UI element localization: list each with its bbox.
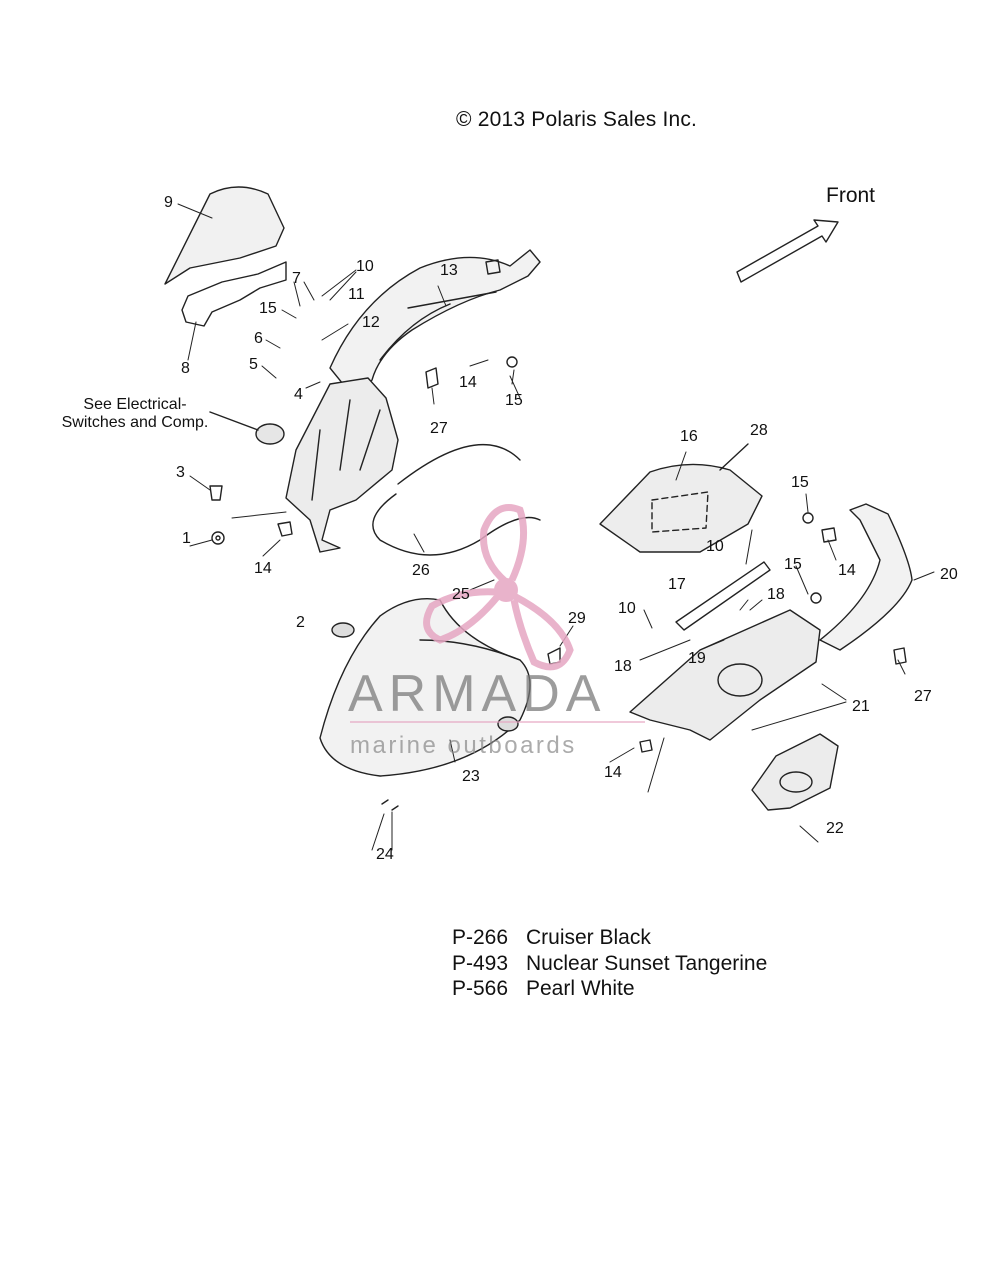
electrical-note: See Electrical- Switches and Comp. bbox=[40, 396, 230, 432]
paint-code: P-566 bbox=[452, 977, 509, 1000]
callout-24: 24 bbox=[376, 846, 394, 863]
callout-6: 6 bbox=[254, 330, 263, 347]
paint-code: P-493 bbox=[452, 951, 509, 975]
callout-14-lower: 14 bbox=[604, 764, 622, 781]
part-16-seat bbox=[599, 463, 763, 553]
paint-row: P-566 Pearl White bbox=[452, 976, 767, 1002]
part-grommet-lower bbox=[497, 716, 519, 732]
callout-29: 29 bbox=[568, 610, 586, 627]
paint-name: Cruiser Black bbox=[526, 926, 651, 949]
callout-22: 22 bbox=[826, 820, 844, 837]
callout-18-lower: 18 bbox=[614, 658, 632, 675]
callout-14-left: 14 bbox=[254, 560, 272, 577]
part-20-lower-cowl bbox=[819, 503, 913, 651]
paint-row: P-493 Nuclear Sunset Tangerine bbox=[452, 951, 767, 977]
callout-2: 2 bbox=[296, 614, 305, 631]
callout-17: 17 bbox=[668, 576, 686, 593]
front-arrow bbox=[736, 219, 839, 283]
callout-16: 16 bbox=[680, 428, 698, 445]
tray-housing bbox=[629, 609, 821, 741]
callout-19: 19 bbox=[688, 650, 706, 667]
part-2-grommet bbox=[331, 622, 355, 638]
part-15-fasteners bbox=[506, 356, 518, 368]
callout-27-right: 27 bbox=[914, 688, 932, 705]
callout-23: 23 bbox=[462, 768, 480, 785]
callout-15-middle: 15 bbox=[784, 556, 802, 573]
part-28-decal bbox=[651, 491, 709, 533]
switch-component bbox=[255, 423, 285, 445]
callout-25: 25 bbox=[452, 586, 470, 603]
left-housing bbox=[285, 377, 399, 553]
electrical-note-line2: Switches and Comp. bbox=[61, 414, 209, 431]
callout-21: 21 bbox=[852, 698, 870, 715]
callout-9: 9 bbox=[164, 194, 173, 211]
callout-3: 3 bbox=[176, 464, 185, 481]
callout-7: 7 bbox=[292, 270, 301, 287]
callout-26: 26 bbox=[412, 562, 430, 579]
callout-18-upper: 18 bbox=[767, 586, 785, 603]
callout-10-middle: 10 bbox=[706, 538, 724, 555]
watermark-subtitle: marine outboards bbox=[350, 732, 577, 759]
paint-name: Nuclear Sunset Tangerine bbox=[526, 951, 768, 975]
callout-12: 12 bbox=[362, 314, 380, 331]
part-1-washer bbox=[211, 531, 225, 545]
callout-10-lower: 10 bbox=[618, 600, 636, 617]
part-9-seat-cover bbox=[164, 186, 285, 285]
callout-10-upper: 10 bbox=[356, 258, 374, 275]
part-8-gasket bbox=[181, 261, 287, 327]
paint-row: P-266 Cruiser Black bbox=[452, 925, 767, 951]
paint-name: Pearl White bbox=[526, 977, 635, 1000]
part-27-clips bbox=[425, 367, 907, 665]
callout-11: 11 bbox=[348, 286, 365, 303]
paint-code-list: P-266 Cruiser Black P-493 Nuclear Sunset T… bbox=[452, 925, 767, 1002]
part-17-bracket bbox=[675, 561, 771, 631]
part-3-screw bbox=[209, 485, 223, 501]
watermark-title: ARMADA bbox=[348, 665, 607, 723]
electrical-note-line1: See Electrical- bbox=[83, 396, 187, 413]
callout-15-upper-left: 15 bbox=[259, 300, 277, 317]
callout-14-upper: 14 bbox=[459, 374, 477, 391]
callout-27-upper: 27 bbox=[430, 420, 448, 437]
callout-15-upper: 15 bbox=[505, 392, 523, 409]
callout-20: 20 bbox=[940, 566, 958, 583]
part-26-cable bbox=[372, 443, 541, 556]
callout-8: 8 bbox=[181, 360, 190, 377]
callout-15-right: 15 bbox=[791, 474, 809, 491]
copyright-text: © 2013 Polaris Sales Inc. bbox=[456, 108, 698, 131]
front-direction-label: Front bbox=[826, 184, 876, 207]
callout-13: 13 bbox=[440, 262, 458, 279]
callout-1: 1 bbox=[182, 530, 191, 547]
paint-code: P-266 bbox=[452, 926, 509, 949]
callout-14-right: 14 bbox=[838, 562, 856, 579]
callout-4: 4 bbox=[294, 386, 303, 403]
part-14-clips bbox=[277, 259, 837, 753]
callout-28: 28 bbox=[750, 422, 768, 439]
part-13-upper-cowl bbox=[329, 249, 541, 401]
callout-5: 5 bbox=[249, 356, 258, 373]
part-24-screws bbox=[381, 799, 399, 811]
